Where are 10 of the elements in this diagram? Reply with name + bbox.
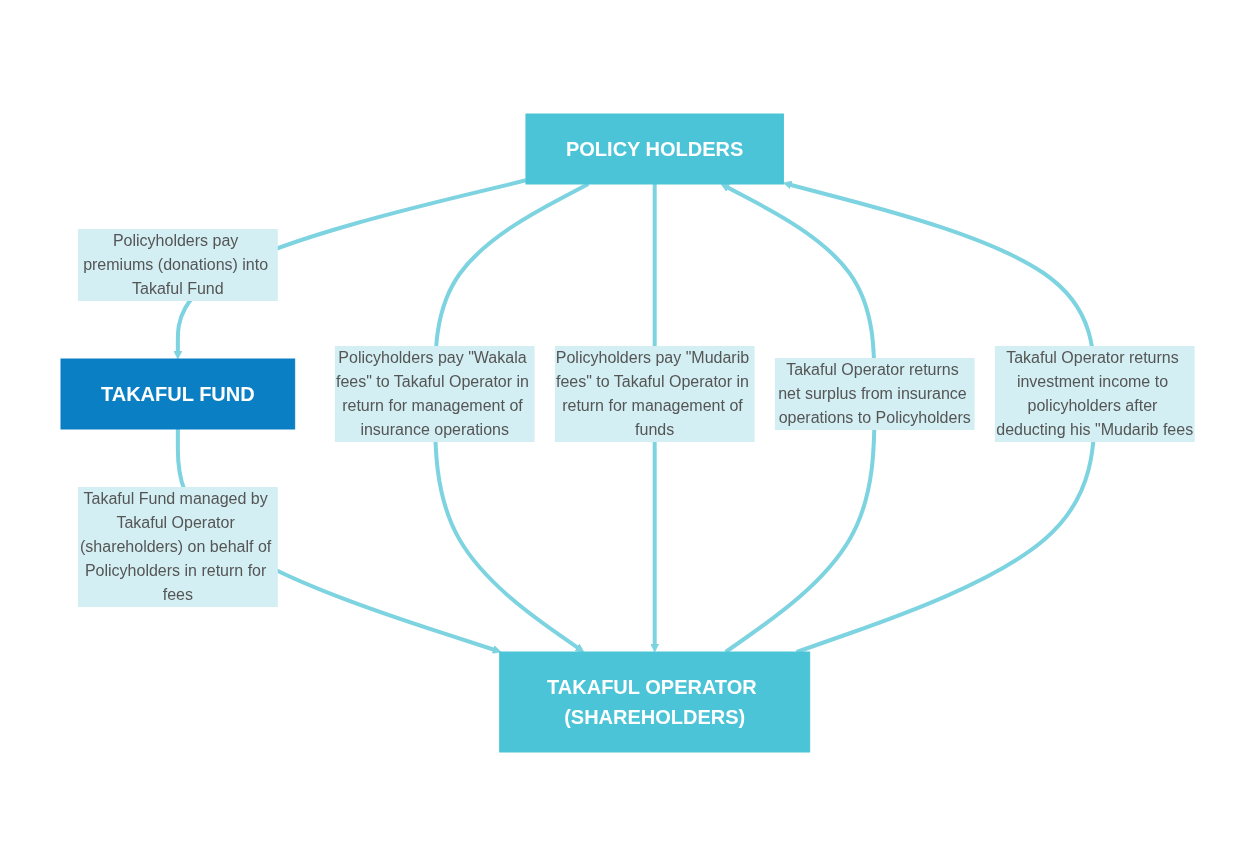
- edge-label: Policyholders pay "Mudarib fees" to Takaful Operator in return for management of funds: [555, 348, 749, 438]
- edge-label: Policyholders pay premiums (donations) into Takaful Fund: [82, 231, 268, 297]
- edge-label: Takaful Operator returns investment income to policyholders after deducting his "Mudarib fees: [995, 348, 1193, 438]
- arrow: [782, 180, 1097, 654]
- edge-label: Policyholders pay "Wakala fees" to Takaful Operator in return for management of insurance operations: [335, 348, 529, 438]
- node-box: TAKAFUL OPERATOR (SHAREHOLDERS): [498, 651, 810, 752]
- edge-label: Takaful Fund managed by Takaful Operator (shareholders) on behalf of Policyholders in return for fees: [79, 489, 271, 603]
- node-box: TAKAFUL FUND: [60, 358, 295, 429]
- edge-label: Takaful Operator returns net surplus from insurance operations to Policyholders: [777, 360, 971, 426]
- node-box: POLICY HOLDERS: [525, 113, 784, 184]
